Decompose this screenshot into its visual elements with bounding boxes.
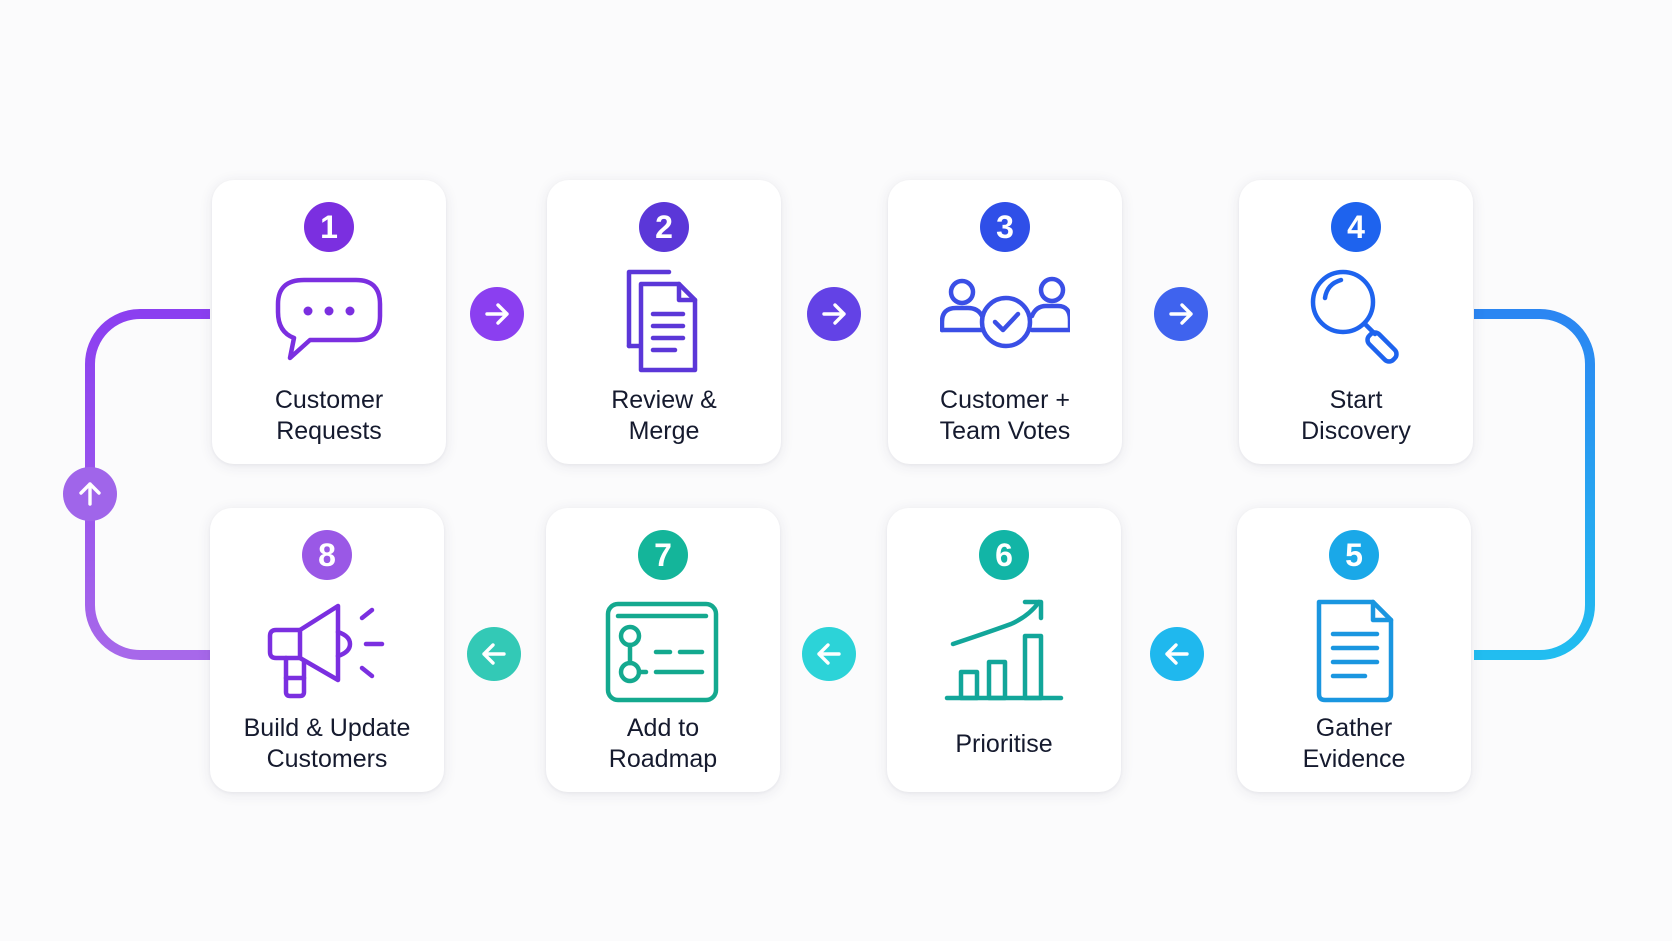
magnifier-icon	[1291, 266, 1421, 378]
step-badge: 2	[639, 202, 689, 252]
documents-icon	[599, 266, 729, 378]
arrow-right-icon	[485, 303, 509, 325]
document-icon	[1289, 594, 1419, 706]
arrow-left-icon	[817, 643, 841, 665]
step-card-6: 6 Prioritise	[887, 508, 1121, 792]
step-card-4: 4 Start Discovery	[1239, 180, 1473, 464]
arrow-left-icon	[482, 643, 506, 665]
step-badge: 8	[302, 530, 352, 580]
step-card-7: 7 Add to Roadmap	[546, 508, 780, 792]
arrow-5-to-6	[1150, 627, 1204, 681]
step-badge: 7	[638, 530, 688, 580]
growth-chart-icon	[939, 594, 1069, 706]
arrow-right-icon	[1169, 303, 1193, 325]
arrow-right-icon	[822, 303, 846, 325]
step-label: Prioritise	[955, 729, 1053, 758]
megaphone-icon	[262, 594, 392, 706]
arrow-7-to-8	[467, 627, 521, 681]
step-label: Customer + Team Votes	[939, 386, 1071, 445]
step-badge: 3	[980, 202, 1030, 252]
arrow-left-icon	[1165, 643, 1189, 665]
connector-right-loop	[1474, 309, 1595, 660]
arrow-3-to-4	[1154, 287, 1208, 341]
step-card-2: 2 Review & Merge	[547, 180, 781, 464]
step-label: Start Discovery	[1301, 386, 1411, 445]
step-card-5: 5 Gather Evidence	[1237, 508, 1471, 792]
step-card-3: 3 Customer + Team Votes	[888, 180, 1122, 464]
step-badge: 6	[979, 530, 1029, 580]
arrow-2-to-3	[807, 287, 861, 341]
chat-bubble-icon	[264, 266, 394, 378]
step-card-1: 1 Customer Requests	[212, 180, 446, 464]
step-badge: 5	[1329, 530, 1379, 580]
roadmap-list-icon	[598, 594, 728, 706]
arrow-8-to-1	[63, 467, 117, 521]
team-votes-icon	[940, 266, 1070, 378]
step-badge: 4	[1331, 202, 1381, 252]
step-label: Gather Evidence	[1302, 714, 1406, 773]
arrow-1-to-2	[470, 287, 524, 341]
step-label: Customer Requests	[274, 386, 384, 445]
step-badge: 1	[304, 202, 354, 252]
step-card-8: 8 Build & Update Customers	[210, 508, 444, 792]
arrow-up-icon	[79, 482, 101, 506]
step-label: Add to Roadmap	[608, 714, 718, 773]
step-label: Build & Update Customers	[243, 714, 411, 773]
step-label: Review & Merge	[611, 386, 717, 445]
arrow-6-to-7	[802, 627, 856, 681]
